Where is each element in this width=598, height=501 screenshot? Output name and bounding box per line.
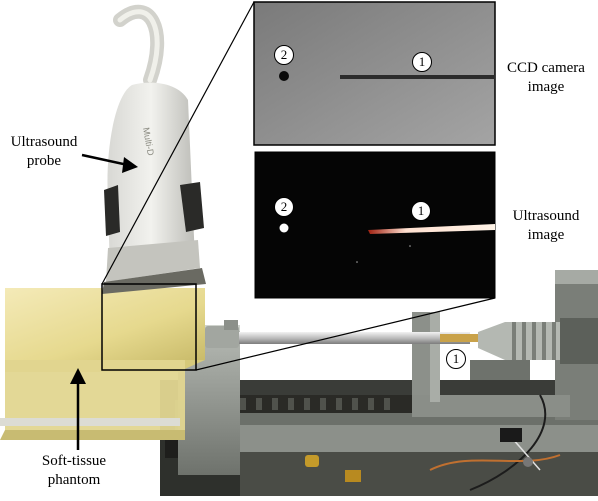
probe-arrow (81, 153, 138, 173)
probe-label-line2: probe (26, 153, 62, 169)
phantom-label-line2: phantom (47, 472, 101, 488)
phantom-label-line1: Soft-tissue (41, 453, 107, 469)
ccd-marker-two: 2 (274, 45, 294, 65)
us-label-line1: Ultrasound (512, 208, 580, 224)
probe-label-line1: Ultrasound (10, 134, 78, 150)
us-label-line2: image (527, 227, 565, 243)
ultrasound-probe: Multi-D (102, 4, 206, 294)
us-marker-two: 2 (274, 197, 294, 217)
zoom-lines (101, 1, 496, 371)
phantom-block (0, 288, 205, 440)
ccd-marker-one: 1 (412, 52, 432, 72)
zoom-region-box (101, 283, 197, 371)
wires (429, 394, 561, 491)
drill-chuck (478, 318, 598, 364)
ccd-label-line1: CCD camera (507, 60, 585, 76)
needle-rod (205, 320, 480, 348)
phantom-arrow (70, 368, 86, 450)
ultrasound-image-panel (254, 151, 496, 299)
ccd-image-panel (253, 1, 496, 146)
ccd-label-line2: image (527, 79, 565, 95)
svg-text:Multi-D: Multi-D (141, 127, 156, 157)
needle-marker-one: 1 (446, 349, 466, 369)
us-marker-one: 1 (411, 201, 431, 221)
